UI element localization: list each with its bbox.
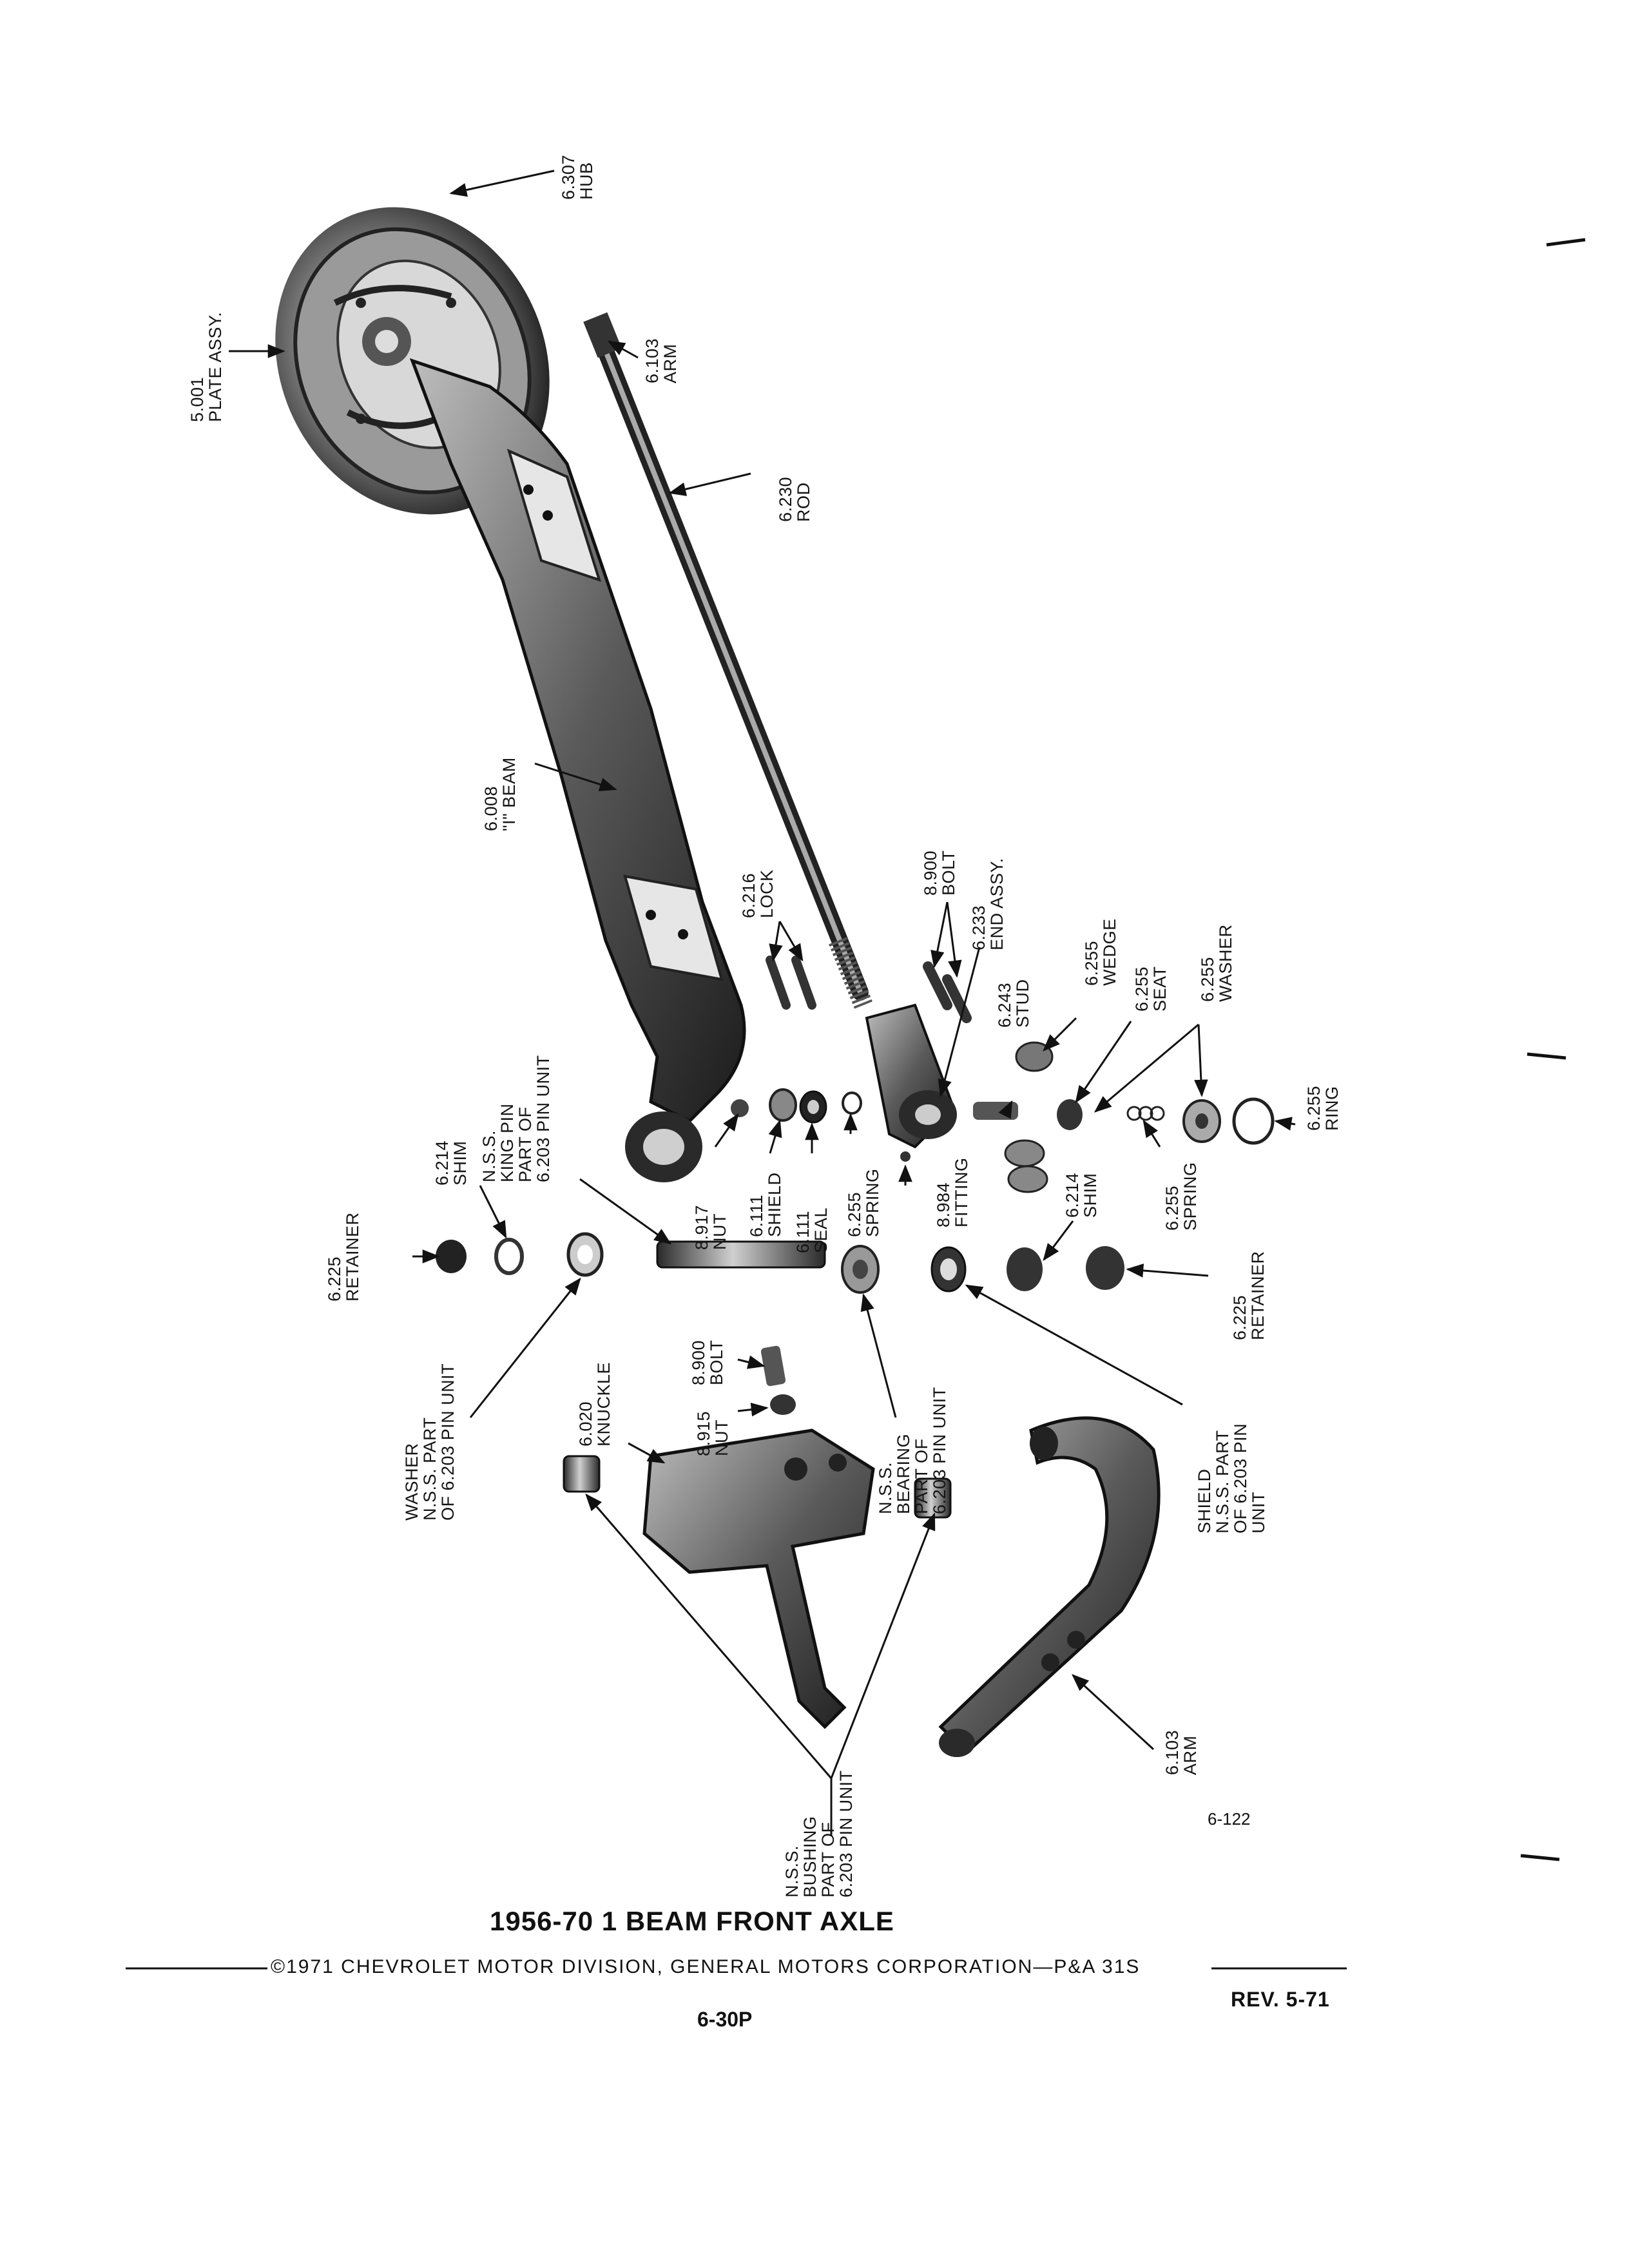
- revision: REV. 5-71: [1231, 1988, 1330, 2011]
- steering-arm-bottom: [938, 1416, 1161, 1757]
- page-number: 6-30P: [697, 2008, 753, 2031]
- page-edge-marks: [1520, 238, 1586, 1861]
- spring-washer-ring: [1126, 1097, 1275, 1145]
- lock-pins: [766, 956, 816, 1010]
- nut-shield-seal: [731, 1088, 911, 1162]
- leader-lines: [229, 169, 1296, 1836]
- steering-knuckle: [563, 1345, 952, 1729]
- tie-rod-end: [865, 1003, 957, 1149]
- figure-number: 6-122: [1208, 1809, 1251, 1829]
- page-title: 1956-70 1 BEAM FRONT AXLE: [490, 1906, 894, 1936]
- king-pin-row: [436, 1232, 1124, 1294]
- i-beam: [409, 358, 746, 1182]
- copyright-line: ©1971 CHEVROLET MOTOR DIVISION, GENERAL …: [271, 1956, 1141, 1977]
